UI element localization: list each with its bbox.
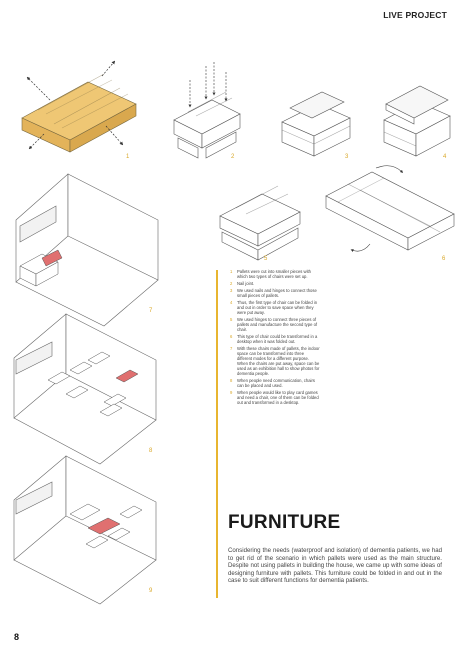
note-text: We used hinges to connect three pieces o… xyxy=(237,317,318,332)
desk-and-chairs-step9 xyxy=(69,503,143,549)
step-notes: 1 Pallets were cut into smaller pieces wi… xyxy=(230,269,320,407)
note-text: With these chairs made of pallets, the i… xyxy=(237,346,320,376)
page-number: 8 xyxy=(14,632,20,642)
stool-step2 xyxy=(173,91,241,159)
note-number: 5 xyxy=(230,317,233,322)
room-step7 xyxy=(15,173,159,327)
folded-chair-step5 xyxy=(219,185,301,261)
step-number-4: 4 xyxy=(443,154,447,160)
note-item: 5 We used hinges to connect three pieces … xyxy=(230,317,320,332)
note-number: 2 xyxy=(230,281,233,286)
double-stack-step4 xyxy=(383,85,451,157)
step-number-7: 7 xyxy=(149,308,153,314)
step-number-3: 3 xyxy=(345,154,349,160)
note-item: 4 Thus, the first type of chair can be fo… xyxy=(230,300,320,315)
note-text: This type of chair could be transformed … xyxy=(237,334,318,344)
note-item: 2 Nail joint. xyxy=(230,281,320,286)
page-header-title: LIVE PROJECT xyxy=(383,10,447,20)
step-number-8: 8 xyxy=(149,448,153,454)
step-number-6: 6 xyxy=(442,256,446,262)
note-item: 1 Pallets were cut into smaller pieces wi… xyxy=(230,269,320,279)
stored-pallets-step7 xyxy=(19,249,63,287)
note-number: 1 xyxy=(230,269,233,274)
pallet-yellow-step1 xyxy=(21,73,137,153)
note-text: When people need communication, chairs c… xyxy=(237,378,315,388)
step-number-9: 9 xyxy=(149,588,153,594)
accent-bar xyxy=(216,270,218,598)
assembly-arrows-step2 xyxy=(188,62,228,108)
room-step9 xyxy=(13,455,157,605)
step-number-5: 5 xyxy=(264,256,268,262)
stacked-pallets-step3 xyxy=(281,91,351,157)
step-number-2: 2 xyxy=(231,154,235,160)
note-number: 9 xyxy=(230,390,233,395)
rotate-arrows-step6 xyxy=(350,165,404,252)
step-number-1: 1 xyxy=(126,154,130,160)
section-title: FURNITURE xyxy=(228,512,341,533)
note-text: When people would like to play card game… xyxy=(237,390,319,405)
note-number: 8 xyxy=(230,378,233,383)
note-text: Thus, the first type of chair can be fol… xyxy=(237,300,318,315)
note-item: 3 We used nails and hinges to connect tho… xyxy=(230,288,320,298)
note-number: 6 xyxy=(230,334,233,339)
note-item: 6 This type of chair could be transformed… xyxy=(230,334,320,344)
note-text: We used nails and hinges to connect thos… xyxy=(237,288,317,298)
note-number: 7 xyxy=(230,346,233,351)
unfolded-desk-step6 xyxy=(325,171,455,251)
section-description: Considering the needs (waterproof and is… xyxy=(228,547,442,585)
note-item: 8 When people need communication, chairs … xyxy=(230,378,320,388)
note-text: Nail joint. xyxy=(237,281,255,286)
note-item: 9 When people would like to play card gam… xyxy=(230,390,320,405)
note-text: Pallets were cut into smaller pieces wit… xyxy=(237,269,312,279)
note-item: 7 With these chairs made of pallets, the … xyxy=(230,346,320,376)
cut-arrows-step1 xyxy=(26,60,124,150)
chairs-step8 xyxy=(47,351,139,417)
note-number: 4 xyxy=(230,300,233,305)
note-number: 3 xyxy=(230,288,233,293)
